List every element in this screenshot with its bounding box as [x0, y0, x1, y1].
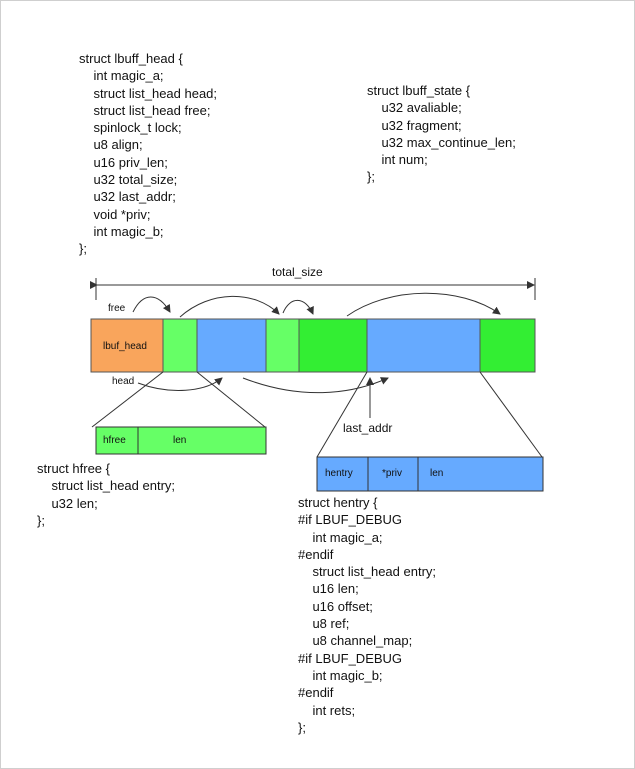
- code-line: #if LBUF_DEBUG: [298, 650, 403, 666]
- block-free-2: [265, 318, 300, 373]
- hentry-field-hentry-label: hentry: [325, 468, 353, 479]
- code-line: u32 max_continue_len;: [367, 134, 516, 150]
- hentry-field-len-label: len: [430, 468, 444, 479]
- lbuff-state-struct-code: struct lbuff_state { u32 avaliable; u32 …: [367, 82, 516, 186]
- code-line: #endif: [298, 546, 334, 562]
- zoom-line-hentry-left: [316, 371, 368, 458]
- code-line: u32 len;: [37, 495, 98, 511]
- code-line: int magic_a;: [79, 68, 164, 84]
- hfree-field-hfree-label: hfree: [103, 435, 126, 446]
- free-arrow-3: [282, 299, 314, 315]
- code-line: u8 ref;: [298, 616, 350, 632]
- free-label: free: [108, 303, 126, 314]
- code-line: #if LBUF_DEBUG: [298, 512, 403, 528]
- head-label: head: [112, 376, 135, 387]
- code-line: struct hfree {: [37, 461, 110, 476]
- code-line: int num;: [367, 152, 428, 168]
- code-line: u32 fragment;: [367, 117, 462, 133]
- code-line: void *priv;: [79, 206, 151, 222]
- block-entry-2: [366, 318, 481, 373]
- code-line: int rets;: [298, 702, 356, 718]
- code-line: spinlock_t lock;: [79, 120, 182, 136]
- code-line: u16 len;: [298, 581, 359, 597]
- last-addr-label: last_addr: [343, 421, 393, 435]
- hentry-box-field-priv: [367, 456, 419, 492]
- zoom-line-hfree-right: [196, 371, 266, 428]
- code-line: u32 avaliable;: [367, 100, 462, 116]
- head-arrow-1: [137, 377, 223, 391]
- hentry-box-field-hentry: [316, 456, 369, 492]
- code-line: struct lbuff_state {: [367, 83, 471, 98]
- block-free-1: [162, 318, 198, 373]
- code-line: struct hentry {: [298, 495, 378, 510]
- block-free-3: [298, 318, 368, 373]
- lbuff-head-struct-code: struct lbuff_head { int magic_a; struct …: [79, 50, 217, 258]
- code-line: int magic_b;: [79, 223, 164, 239]
- hfree-field-len-label: len: [173, 435, 187, 446]
- code-line: u16 offset;: [298, 598, 373, 614]
- code-line: int magic_b;: [298, 667, 383, 683]
- code-line: u32 last_addr;: [79, 189, 176, 205]
- code-line: };: [367, 169, 375, 185]
- code-line: };: [298, 719, 306, 735]
- code-line: #endif: [298, 685, 334, 701]
- code-line: struct list_head free;: [79, 102, 211, 118]
- head-arrow-2: [242, 377, 389, 394]
- hfree-box-field-len: [137, 426, 267, 455]
- block-lbuf-head: [90, 318, 164, 373]
- free-arrow-2: [179, 295, 280, 318]
- code-line: };: [37, 512, 45, 528]
- hfree-struct-code: struct hfree { struct list_head entry; u…: [37, 460, 175, 529]
- free-arrow-1: [132, 296, 171, 313]
- total-size-label: total_size: [272, 265, 323, 279]
- code-line: struct list_head entry;: [298, 564, 437, 580]
- hentry-struct-code: struct hentry { #if LBUF_DEBUG int magic_…: [298, 494, 436, 736]
- code-line: struct list_head entry;: [37, 478, 176, 494]
- code-line: };: [79, 241, 87, 257]
- code-line: u8 align;: [79, 137, 143, 153]
- zoom-line-hentry-right: [479, 371, 543, 458]
- zoom-line-hfree-left: [91, 371, 164, 428]
- lbuf-head-label: lbuf_head: [103, 341, 147, 352]
- code-line: u32 total_size;: [79, 172, 178, 188]
- block-entry-1: [196, 318, 267, 373]
- code-line: struct lbuff_head {: [79, 51, 183, 66]
- code-line: u8 channel_map;: [298, 633, 413, 649]
- code-line: struct list_head head;: [79, 85, 218, 101]
- code-line: int magic_a;: [298, 529, 383, 545]
- code-line: u16 priv_len;: [79, 154, 168, 170]
- hentry-field-priv-label: *priv: [382, 468, 403, 479]
- free-arrow-4: [346, 292, 501, 317]
- block-free-4: [479, 318, 536, 373]
- hentry-box-field-len: [417, 456, 544, 492]
